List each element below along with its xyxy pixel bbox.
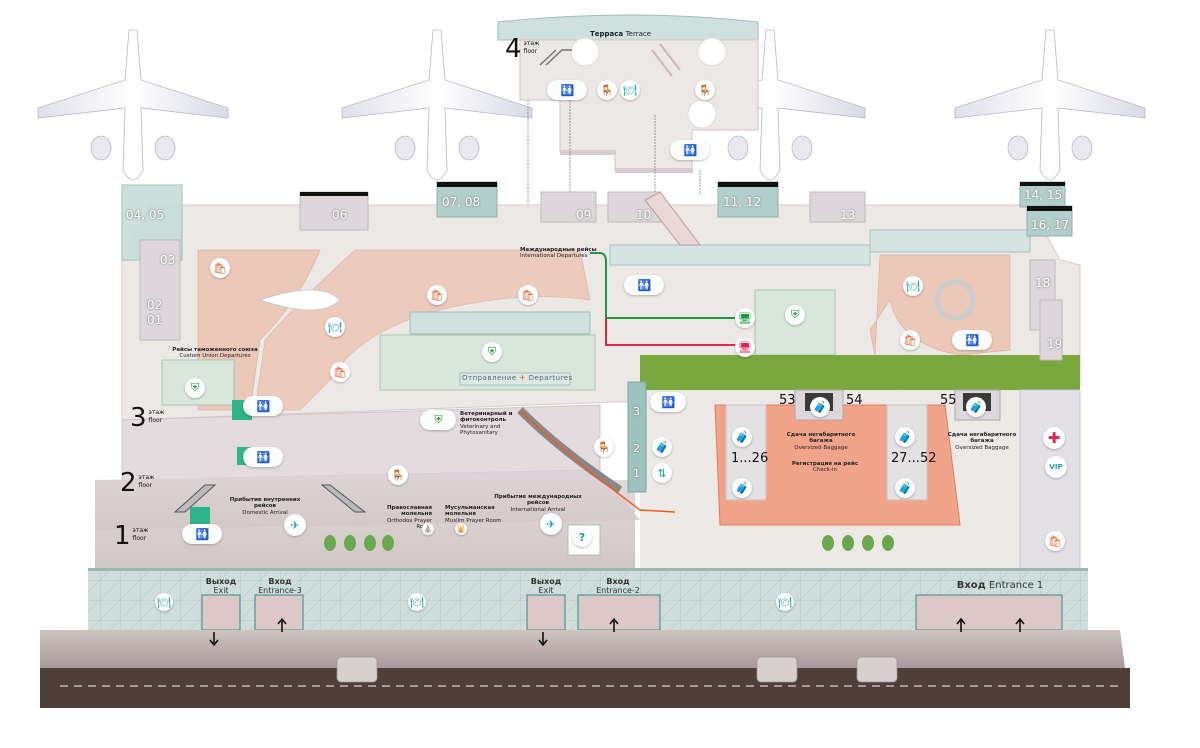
departures-floor [121,204,1081,421]
baggage-icon[interactable]: 🧳 [732,478,752,498]
checkin-counters-1: 1...26 [731,451,769,466]
customs-icon[interactable]: ⛨ [785,305,805,325]
elevator-floor-1: 1 [633,467,640,480]
shop-icon[interactable]: 🛍 [900,330,920,350]
gate-18[interactable]: 18 [1035,276,1051,290]
restroom-icon[interactable]: 🚻 [650,392,686,412]
elevator-icon[interactable]: ⇅ [652,463,672,483]
gate-buildings [121,181,1073,361]
restroom-icon[interactable]: 🚻 [182,524,222,544]
gate-07-08[interactable]: 07, 08 [442,195,481,209]
restroom-icon[interactable]: 🚻 [243,447,283,467]
passport-control-red-icon[interactable]: 🖥 [735,337,755,357]
shop-icon[interactable]: 🛍 [330,362,350,382]
currency-exchange-icon[interactable]: 🍽 [155,593,173,611]
waiting-area-icon[interactable]: 🪑 [597,80,617,100]
terrace-title: Терраса Terrace [590,30,652,38]
waiting-area-icon[interactable]: 🪑 [594,437,614,457]
gate-01[interactable]: 01 [147,313,163,327]
elevator-floor-3: 3 [633,405,640,418]
medical-icon[interactable]: ✚ [1043,427,1065,449]
restroom-icon[interactable]: 🚻 [952,330,992,350]
info-icon[interactable]: ? [572,527,592,547]
gate-03[interactable]: 03 [160,253,176,267]
gate-10[interactable]: 10 [636,208,652,222]
gate-11-12[interactable]: 11, 12 [723,195,762,209]
oversized-baggage-icon[interactable]: 🧳 [966,397,986,417]
baggage-icon[interactable]: 🧳 [732,427,752,447]
passport-control-green-icon[interactable]: 🖥 [735,308,755,328]
security-check-icon[interactable]: ⛨ [482,342,502,362]
arrival-plane-icon: ✈ [540,513,562,535]
shop-icon[interactable]: 🛍 [210,258,230,278]
restaurant-icon[interactable]: 🍽 [325,317,345,337]
gate-19[interactable]: 19 [1047,337,1063,351]
vip-lounge-icon[interactable]: VIP [1045,456,1067,478]
waiting-area-icon[interactable]: 🪑 [388,465,408,485]
baggage-storage-icon[interactable]: 🧳 [652,437,672,457]
orthodox-prayer-icon[interactable]: ⛪ [422,523,434,535]
gate-02[interactable]: 02 [147,298,163,312]
arrival-plane-icon: ✈ [284,514,306,536]
customs-icon[interactable]: ⛨ [185,378,205,398]
airplane [37,29,1146,181]
shop-icon[interactable]: 🛍 [518,285,538,305]
glass-facade [88,568,1088,631]
gate-06[interactable]: 06 [332,208,348,222]
shop-icon[interactable]: 🛍 [427,285,447,305]
road [40,617,1130,708]
oversized-baggage-icon[interactable]: 🧳 [810,397,830,417]
departures-sign: Отправление ✈ Departures [462,374,573,382]
elevator-floor-2: 2 [633,442,640,455]
hanging-lines [527,100,701,215]
cafe-icon[interactable]: 🍽 [408,593,426,611]
restaurant-icon[interactable]: 🍽 [620,80,640,100]
baggage-icon[interactable]: 🧳 [895,478,915,498]
muslim-prayer-icon[interactable]: 🕌 [455,523,467,535]
restroom-icon[interactable]: 🚻 [243,396,283,416]
gate-14-15[interactable]: 14, 15 [1024,188,1063,202]
restroom-icon[interactable]: 🚻 [670,140,710,160]
gate-16-17[interactable]: 16, 17 [1031,218,1070,232]
gate-09[interactable]: 09 [576,208,592,222]
checkin-counters-2: 27...52 [891,451,937,466]
baggage-counter-54: 54 [846,393,863,408]
terrace-level [497,14,759,173]
baggage-icon[interactable]: 🧳 [895,427,915,447]
baggage-counter-53: 53 [779,393,796,408]
gate-13[interactable]: 13 [840,208,856,222]
waiting-area-icon[interactable]: 🪑 [695,80,715,100]
gate-04-05[interactable]: 04, 05 [126,208,165,222]
restaurant-icon[interactable]: 🍽 [903,276,923,296]
vet-control-icon[interactable]: ⛨ [420,410,456,430]
cafe-icon[interactable]: 🍽 [776,593,794,611]
baggage-counter-55: 55 [940,393,957,408]
entrance-1[interactable]: Вход Entrance 1 [956,580,1044,591]
restroom-icon[interactable]: 🚻 [624,275,664,295]
tickets-icon[interactable]: 🛍 [1045,531,1065,551]
restroom-icon[interactable]: 🚻 [547,80,587,100]
